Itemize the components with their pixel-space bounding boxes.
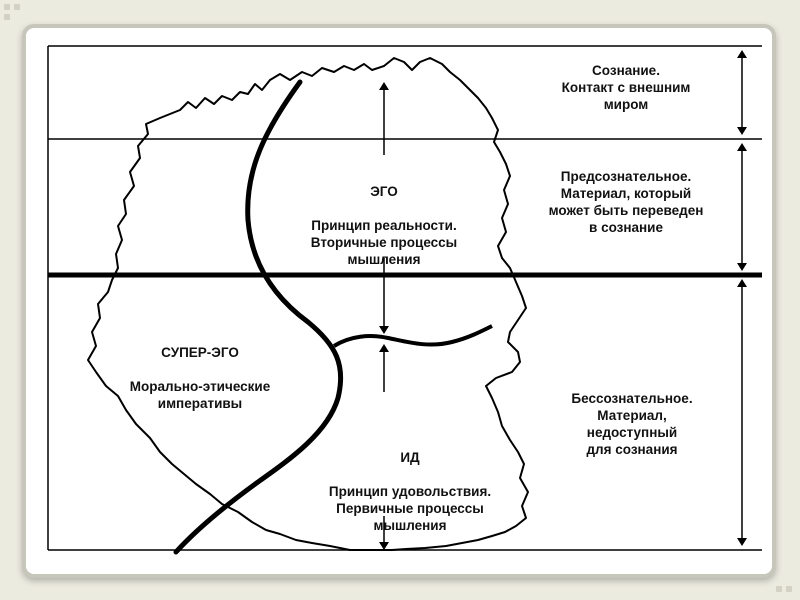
- ego-description: Принцип реальности. Вторичные процессы м…: [310, 218, 458, 267]
- ego-id-boundary-curve: [332, 324, 493, 348]
- superego-description: Морально-этические императивы: [129, 379, 271, 411]
- unconscious-level-label: Бессознательное. Материал, недоступный д…: [571, 391, 693, 457]
- id-title: ИД: [400, 450, 420, 465]
- conscious-level-label: Сознание. Контакт с внешним миром: [561, 63, 691, 112]
- background-decor-dot: [776, 586, 782, 592]
- ego-title: ЭГО: [370, 184, 398, 199]
- id-label: ИД Принцип удовольствия. Первичные проце…: [329, 432, 491, 551]
- slide-frame: [26, 28, 772, 574]
- background-decor-dot: [14, 4, 20, 10]
- preconscious-level-label: Предсознательное. Материал, который може…: [548, 169, 704, 235]
- superego-boundary-curve: [173, 79, 344, 555]
- background-decor-dot: [4, 14, 10, 20]
- background-decor-dot: [4, 4, 10, 10]
- id-description: Принцип удовольствия. Первичные процессы…: [328, 484, 492, 533]
- superego-label: СУПЕР-ЭГО Морально-этические императивы: [130, 327, 270, 429]
- superego-title: СУПЕР-ЭГО: [161, 345, 239, 360]
- background-decor-dot: [786, 586, 792, 592]
- ego-label: ЭГО Принцип реальности. Вторичные процес…: [311, 166, 457, 285]
- psyche-blob-outline: [87, 57, 529, 551]
